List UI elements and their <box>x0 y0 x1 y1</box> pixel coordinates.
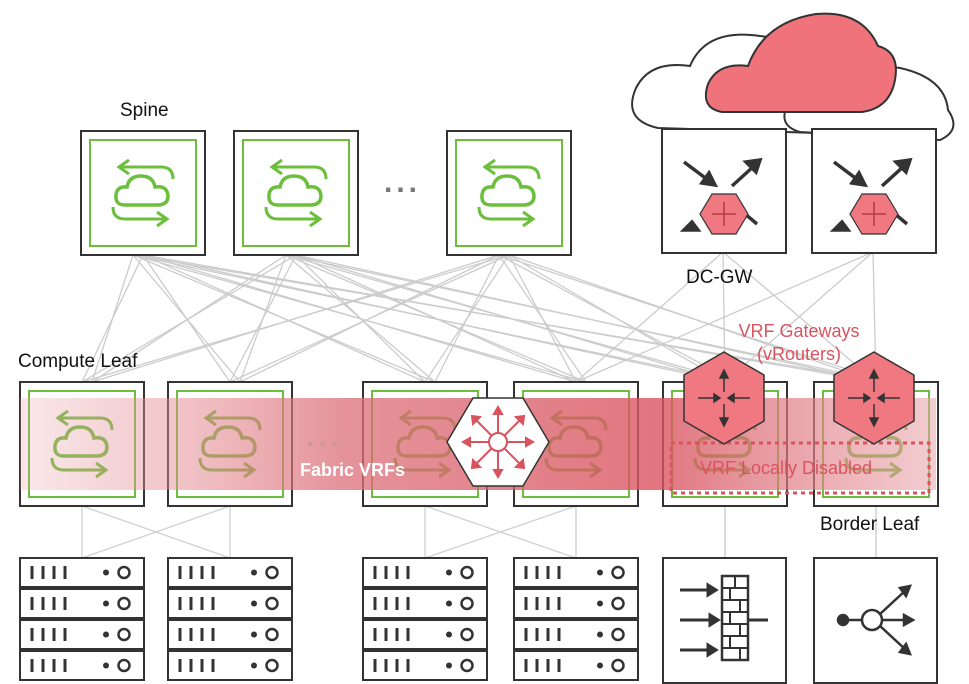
fabric-vrfs-label: Fabric VRFs <box>300 460 406 480</box>
server-rack-4 <box>513 557 639 681</box>
server-rack-3 <box>362 557 488 681</box>
vrf-locally-disabled-label: VRF Locally Disabled <box>700 458 873 478</box>
server-rack-icon <box>167 650 293 681</box>
spine-label: Spine <box>120 100 169 121</box>
dc-gw-router-2 <box>811 128 937 254</box>
server-rack-icon <box>167 557 293 588</box>
server-rack-icon <box>19 619 145 650</box>
vrf-gateways-label: VRF Gateways (vRouters) <box>724 320 874 366</box>
firewall-appliance <box>662 557 787 684</box>
border-leaf-label: Border Leaf <box>820 514 920 535</box>
spine-leaf-links <box>81 251 887 383</box>
dc-gw-label: DC-GW <box>686 267 753 288</box>
server-rack-icon <box>167 588 293 619</box>
router-arrows-icon <box>829 157 913 232</box>
dc-gw-router-1 <box>661 128 787 254</box>
server-rack-icon <box>362 588 488 619</box>
server-rack-icon <box>19 650 145 681</box>
vrf-gateways-subtitle: (vRouters) <box>756 344 841 364</box>
spine-ellipsis: ... <box>384 166 422 199</box>
fabric-hub-icon <box>446 397 550 487</box>
server-rack-icon <box>362 650 488 681</box>
leaf-server-links <box>81 505 877 559</box>
server-rack-icon <box>362 557 488 588</box>
vrouter-hexagon-1 <box>683 351 765 445</box>
server-rack-2 <box>167 557 293 681</box>
server-rack-icon <box>513 588 639 619</box>
load-balancer-appliance <box>813 557 938 684</box>
vrouter-hexagon-2 <box>833 351 915 445</box>
vrf-gateways-title: VRF Gateways <box>738 321 860 341</box>
spine-switch-1 <box>80 130 206 256</box>
server-rack-icon <box>362 619 488 650</box>
spine-switch-2 <box>233 130 359 256</box>
server-rack-1 <box>19 557 145 681</box>
server-rack-icon <box>513 557 639 588</box>
spine-switch-3 <box>446 130 572 256</box>
internet-cloud-icon <box>631 12 955 142</box>
vrf-locally-disabled-box <box>669 441 931 495</box>
server-rack-icon <box>513 619 639 650</box>
server-rack-icon <box>19 557 145 588</box>
firewall-icon <box>680 574 768 662</box>
server-rack-icon <box>513 650 639 681</box>
load-balancer-icon <box>836 584 916 656</box>
server-rack-icon <box>167 619 293 650</box>
server-rack-icon <box>19 588 145 619</box>
leaf-ellipsis: ... <box>306 420 344 453</box>
compute-leaf-label: Compute Leaf <box>18 351 138 372</box>
